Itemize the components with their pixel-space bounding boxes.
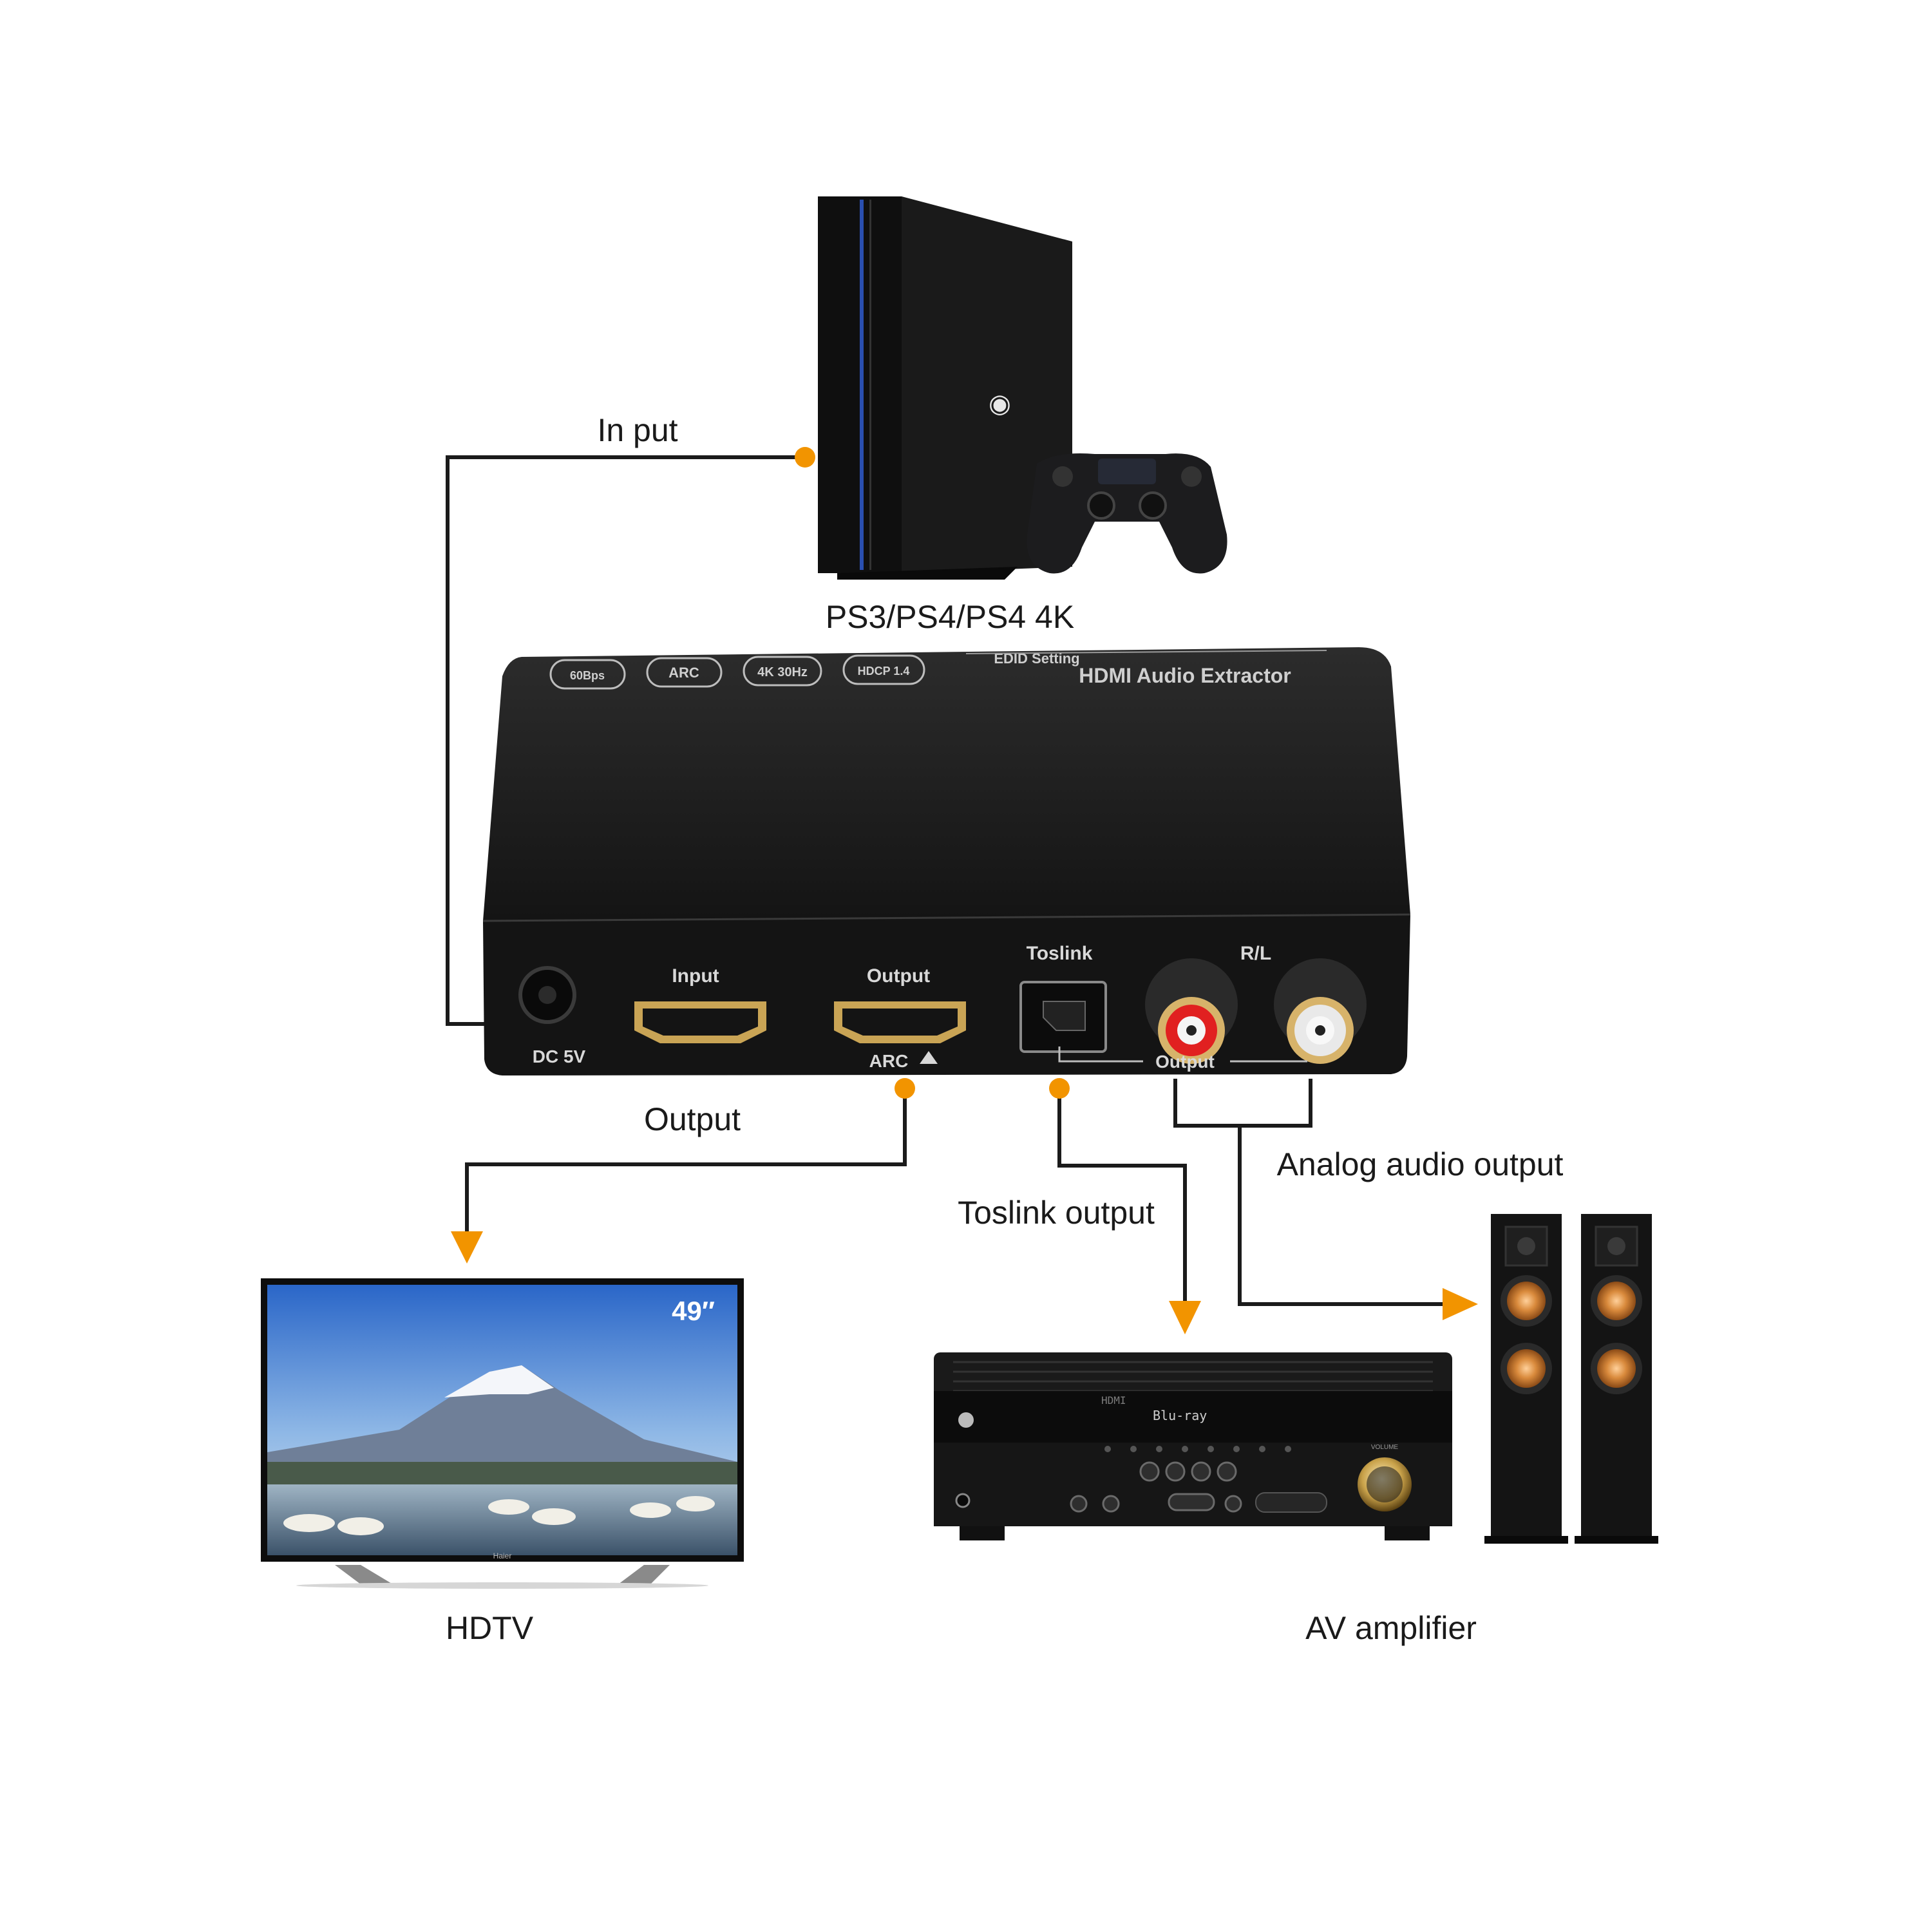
- input-source-dot: [795, 447, 815, 468]
- amp-power-icon: [958, 1412, 974, 1428]
- hdmi-output-dot: [895, 1078, 915, 1099]
- extractor-top-title: HDMI Audio Extractor: [1079, 664, 1291, 687]
- tv-brand: Haier: [493, 1551, 512, 1560]
- toslink-label: Toslink: [1027, 943, 1093, 964]
- hdmi-input-label: Input: [672, 965, 719, 987]
- speaker-left: [1484, 1214, 1568, 1544]
- playstation-logo-icon: ◉: [989, 389, 1011, 419]
- toslink-line-label: Toslink output: [958, 1195, 1155, 1231]
- svg-text:4K 30Hz: 4K 30Hz: [757, 665, 808, 679]
- tv-left-stand: [335, 1565, 393, 1584]
- output-line-label: Output: [644, 1101, 741, 1137]
- toslink-output-dot: [1049, 1078, 1070, 1099]
- game-controller: [1027, 453, 1227, 574]
- analog-connection: [1173, 1079, 1478, 1320]
- amp-display-source: HDMI: [1101, 1394, 1126, 1406]
- hdmi-output-label: Output: [867, 965, 930, 987]
- rca-white-port: [1274, 958, 1367, 1064]
- speakers-arrow-icon: [1443, 1288, 1478, 1320]
- amp-headphone-jack: [955, 1493, 971, 1508]
- hdtv: 49″ Haier: [261, 1278, 744, 1589]
- rca-red-port: [1145, 958, 1238, 1064]
- input-line-label: In put: [597, 412, 677, 448]
- top-badges: 60Bps ARC 4K 30Hz HDCP 1.4: [549, 654, 925, 690]
- amp-volume-label: VOLUME: [1371, 1444, 1399, 1451]
- arc-label: ARC: [869, 1051, 909, 1071]
- svg-text:ARC: ARC: [668, 665, 699, 681]
- rl-label: R/L: [1240, 943, 1271, 964]
- output-group-label: Output: [1155, 1052, 1215, 1072]
- tv-right-stand: [618, 1565, 670, 1584]
- amp-display-main: Blu-ray: [1153, 1408, 1207, 1423]
- hdtv-label: HDTV: [446, 1610, 534, 1646]
- svg-text:HDCP 1.4: HDCP 1.4: [858, 665, 910, 677]
- source-label: PS3/PS4/PS4 4K: [826, 599, 1074, 635]
- dc-port-label: DC 5V: [533, 1046, 586, 1066]
- analog-line-label: Analog audio output: [1277, 1146, 1564, 1182]
- toslink-connection: [1049, 1078, 1201, 1334]
- hdtv-arrow-icon: [451, 1231, 483, 1264]
- hdmi-audio-extractor: 60Bps ARC 4K 30Hz HDCP 1.4 HDMI Audio Ex…: [482, 647, 1411, 1075]
- speaker-right: [1575, 1214, 1658, 1544]
- amplifier-arrow-icon: [1169, 1301, 1201, 1334]
- arc-triangle-icon: [920, 1051, 938, 1064]
- av-amplifier-label: AV amplifier: [1305, 1610, 1477, 1646]
- av-amplifier: HDMI Blu-ray VOLUME: [934, 1352, 1452, 1540]
- svg-text:60Bps: 60Bps: [570, 669, 605, 682]
- hdmi-output-connection: [451, 1078, 915, 1264]
- tv-size-badge: 49″: [672, 1296, 715, 1326]
- ps4-console: ◉: [818, 196, 1072, 580]
